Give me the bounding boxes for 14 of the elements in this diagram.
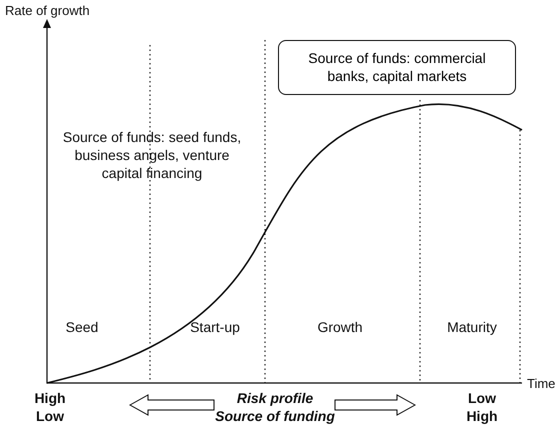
phase-label: Start-up xyxy=(189,318,241,336)
phase-label: Growth xyxy=(316,318,364,336)
axis-title: Rate of growth xyxy=(5,2,91,20)
risk-level: Low xyxy=(467,389,497,407)
risk-profile-label: Risk profile xyxy=(236,389,314,407)
funding-note: Source of funds: seed funds, business angels, venture capital financing xyxy=(62,128,242,182)
phase-label: Maturity xyxy=(446,318,498,336)
risk-level: High xyxy=(33,389,67,407)
phase-label: Seed xyxy=(64,318,100,336)
funding-level: Low xyxy=(35,407,65,425)
funding-source-box: Source of funds: commercial banks, capital markets xyxy=(278,40,516,95)
funding-level: High xyxy=(465,407,499,425)
axis-title: Time xyxy=(527,375,556,393)
funding-source-label: Source of funding xyxy=(214,407,336,425)
